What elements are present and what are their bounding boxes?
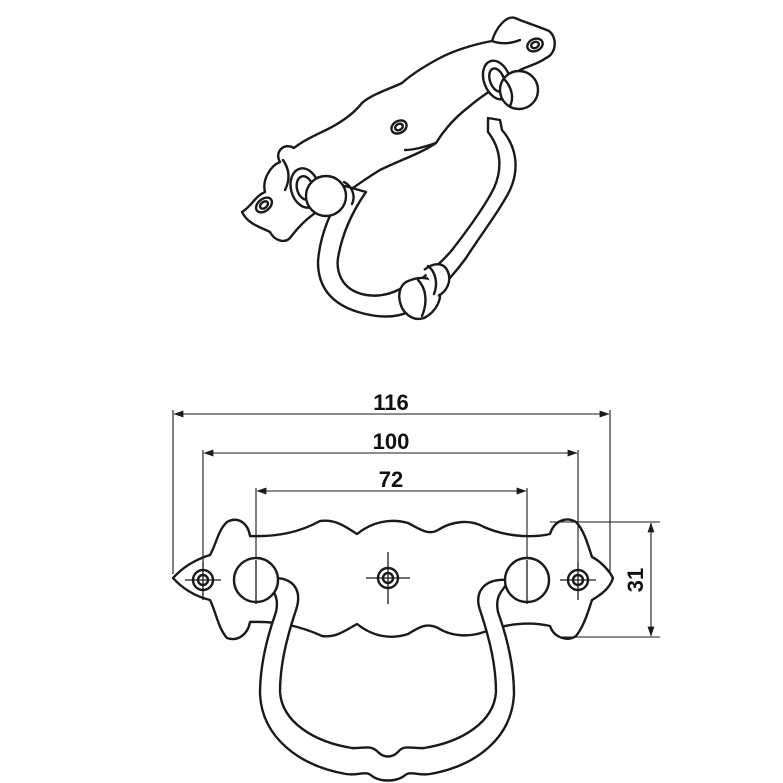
perspective-left-knob: [304, 174, 348, 218]
front-view: [171, 518, 615, 782]
perspective-bail: [316, 116, 517, 318]
dimension-label-72: 72: [379, 467, 403, 492]
dimension-label-31: 31: [623, 568, 648, 592]
dimension-lines: 116 100 72 31: [172, 390, 660, 638]
dimension-label-100: 100: [373, 429, 410, 454]
perspective-view: [240, 16, 556, 321]
dimension-label-116: 116: [373, 390, 409, 415]
perspective-right-knob: [498, 69, 540, 111]
